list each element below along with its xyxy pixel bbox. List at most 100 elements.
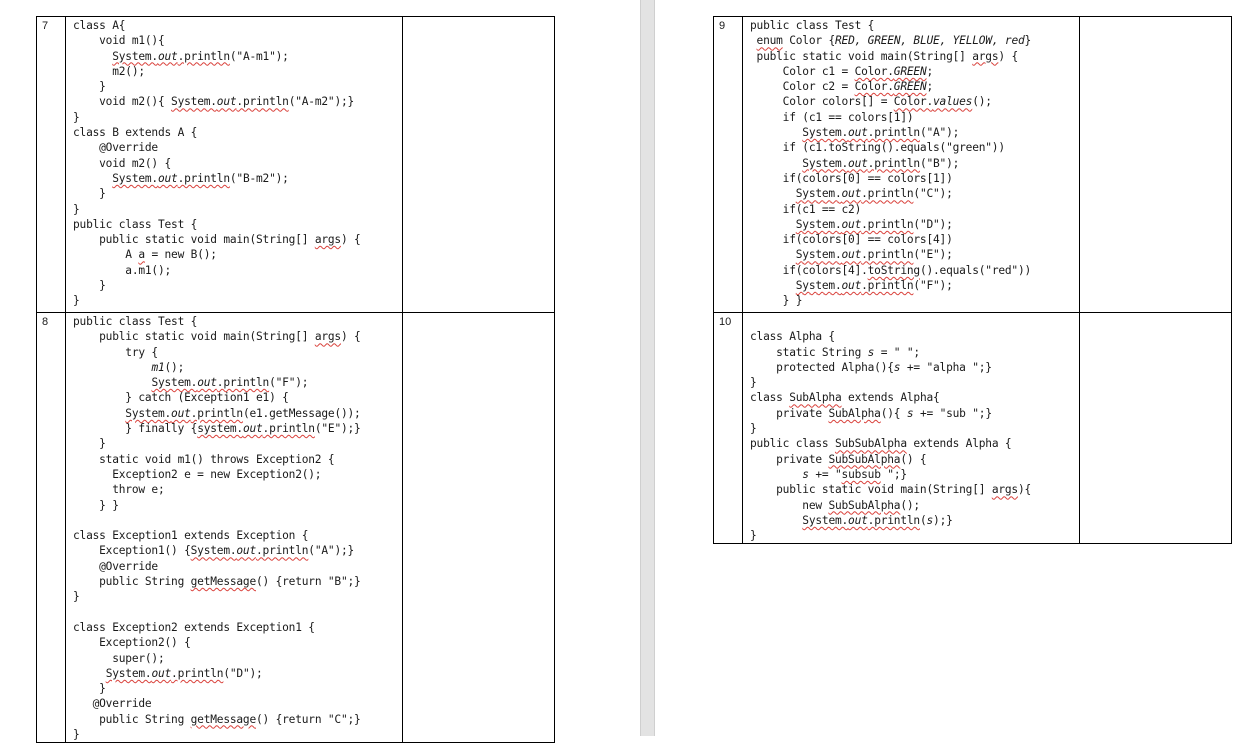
code-token: Color c1 = (750, 64, 855, 78)
code-line: } finally {system.out.println("E");} (73, 421, 402, 436)
code-line: new SubSubAlpha(); (750, 498, 1079, 513)
code-token (750, 187, 796, 200)
code-line: } (73, 202, 402, 217)
code-block: class Alpha { static String s = " "; pro… (743, 313, 1079, 543)
code-token: ("F"); (913, 279, 953, 293)
code-token: ("B"); (919, 156, 960, 170)
spellcheck-flagged-token: SubSubAlpha (828, 498, 901, 512)
code-token (750, 279, 796, 292)
code-line: if(c1 == c2) (750, 202, 1079, 217)
code-token: throw e; (73, 483, 165, 497)
code-token: ( (919, 513, 927, 527)
spellcheck-flagged-token: System. (795, 187, 842, 201)
code-token (73, 376, 151, 389)
code-token: if(c1 == c2) (750, 202, 862, 216)
code-token: } (73, 728, 80, 742)
code-line: System.out.println("D"); (73, 666, 402, 681)
spellcheck-flagged-token: .println (177, 49, 230, 63)
code-token: } (73, 437, 106, 451)
code-token: RED, GREEN, BLUE, YELLOW, red (835, 34, 1025, 48)
code-line: Color colors[] = Color.values(); (750, 94, 1079, 109)
code-line: @Override (73, 696, 402, 711)
answer-cell[interactable] (1079, 311, 1232, 545)
code-token: ("A");} (308, 544, 355, 558)
code-line: Color c1 = Color.GREEN; (750, 64, 1079, 79)
code-line: protected Alpha(){s += "alpha ";} (750, 360, 1079, 375)
code-token: try { (73, 345, 158, 359)
spellcheck-flagged-token: SubAlpha (828, 406, 881, 420)
code-line: Exception2() { (73, 635, 402, 650)
page-gutter (640, 0, 655, 736)
code-token: public static void main(String[] (750, 49, 973, 63)
code-line: System.out.println(e1.getMessage()); (73, 406, 402, 421)
question-row-7: 7 class A{ void m1(){ System.out.println… (36, 16, 555, 313)
code-token: if(colors[0] == colors[4]) (750, 233, 953, 247)
code-token: static void m1() throws Exception2 { (73, 452, 335, 466)
code-line: if(colors[0] == colors[4]) (750, 232, 1079, 247)
code-line (750, 314, 1079, 329)
spellcheck-flagged-token: SubSubAlpha (834, 437, 907, 451)
code-token: ("B-m2"); (229, 171, 289, 185)
code-line: System.out.println(s);} (750, 513, 1079, 528)
code-line: } (750, 421, 1079, 436)
spellcheck-flagged-token: .println (861, 279, 914, 293)
code-token: @Override (73, 141, 158, 155)
code-line: void m2(){ System.out.println("A-m2");} (73, 94, 402, 109)
code-line: } (73, 293, 402, 308)
spellcheck-flagged-token: System. (802, 513, 849, 527)
code-line: } (73, 681, 402, 696)
code-token: } (73, 279, 106, 293)
answer-cell[interactable] (402, 16, 555, 313)
code-token: a.m1(); (73, 263, 172, 277)
code-token: Exception1() { (73, 544, 191, 558)
code-line: static void m1() throws Exception2 { (73, 452, 402, 467)
code-block: class A{ void m1(){ System.out.println("… (66, 17, 402, 309)
spellcheck-flagged-token: .println (256, 544, 309, 558)
code-token: Color colors[] = (750, 95, 894, 109)
spellcheck-flagged-token: out (848, 156, 868, 170)
code-line: System.out.println("B"); (750, 156, 1079, 171)
code-line: Color c2 = Color.GREEN; (750, 79, 1079, 94)
code-token: } finally { (73, 422, 198, 436)
code-block: public class Test { enum Color {RED, GRE… (743, 17, 1079, 309)
spellcheck-flagged-token: out (157, 49, 178, 63)
code-line: } } (750, 293, 1079, 308)
code-token: (e1.getMessage()); (242, 406, 361, 420)
answer-cell[interactable] (1079, 16, 1232, 313)
code-line: System.out.println("A-m1"); (73, 49, 402, 64)
code-token: super(); (73, 651, 165, 665)
code-token: A (73, 248, 139, 262)
code-token: if(colors[0] == colors[1]) (750, 171, 953, 185)
code-token: Color { (782, 34, 835, 48)
code-line: class SubAlpha extends Alpha{ (750, 390, 1079, 405)
spellcheck-flagged-token: out (848, 513, 868, 527)
code-token: } (73, 590, 80, 604)
code-token: ) { (340, 233, 361, 247)
code-token: () {return "C";} (256, 712, 361, 726)
code-token: Exception2 e = new Exception2(); (73, 467, 322, 481)
code-token (73, 50, 112, 63)
spellcheck-flagged-token: .println (861, 217, 914, 231)
answer-cell[interactable] (402, 311, 555, 743)
code-line: public String getMessage() {return "C";} (73, 712, 402, 727)
spellcheck-flagged-token: out (236, 544, 256, 558)
code-token: @Override (73, 559, 158, 573)
code-token: ("A-m1"); (229, 49, 289, 63)
code-token (750, 126, 802, 139)
code-token: s (926, 513, 934, 527)
code-line: public String getMessage() {return "B";} (73, 574, 402, 589)
code-token: ; (926, 80, 934, 94)
spellcheck-flagged-token: GREEN (893, 64, 927, 78)
spellcheck-flagged-token: values (933, 95, 973, 109)
code-line: System.out.println("E"); (750, 247, 1079, 262)
code-token: class Alpha { (750, 330, 835, 344)
spellcheck-flagged-token: System. (151, 376, 198, 390)
code-token: static String (750, 345, 868, 359)
code-line: if (c1.toString().equals("green")) (750, 140, 1079, 155)
code-token: public static void main(String[] (750, 483, 992, 497)
code-line: public class Test { (73, 217, 402, 232)
code-line: } (73, 589, 402, 604)
code-line: if(colors[0] == colors[1]) (750, 171, 1079, 186)
code-token: ";} (880, 467, 907, 481)
code-token (750, 248, 796, 261)
